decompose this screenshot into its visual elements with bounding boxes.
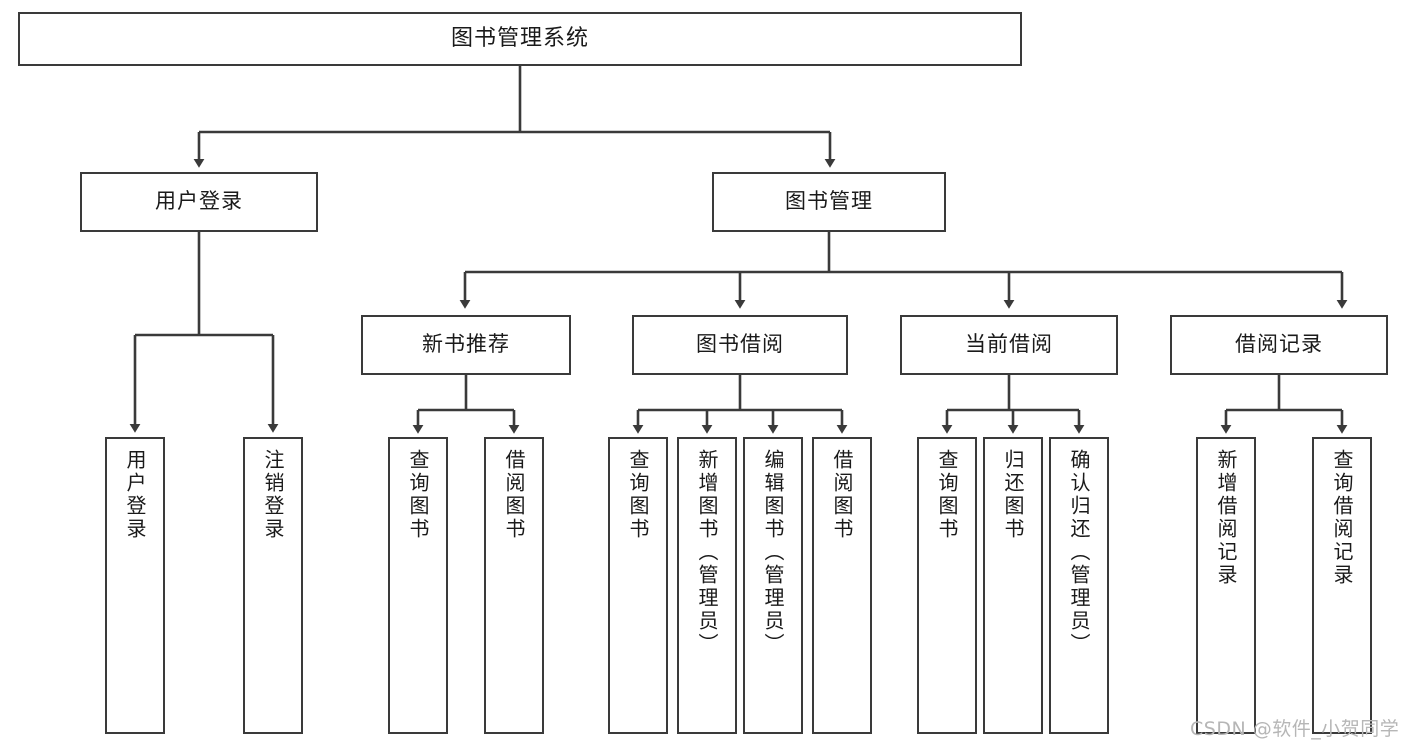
node-leaf-query-borrow-record[interactable]: 查询借阅记录 [1312,437,1372,734]
node-user-login-label: 用户登录 [155,189,243,214]
node-leaf-query-book-1[interactable]: 查询图书 [388,437,448,734]
node-leaf-return-book-label: 归还图书 [1001,449,1025,541]
node-borrow-record-label: 借阅记录 [1235,332,1323,357]
node-book-borrow-label: 图书借阅 [696,332,784,357]
node-leaf-edit-book-admin-label: 编辑图书（管理员） [761,449,785,656]
node-borrow-record[interactable]: 借阅记录 [1170,315,1388,375]
node-leaf-add-book-admin[interactable]: 新增图书（管理员） [677,437,737,734]
node-leaf-borrow-book-2[interactable]: 借阅图书 [812,437,872,734]
node-leaf-add-book-admin-label: 新增图书（管理员） [695,449,719,656]
node-leaf-confirm-return-admin[interactable]: 确认归还（管理员） [1049,437,1109,734]
node-current-borrow-label: 当前借阅 [965,332,1053,357]
node-leaf-query-book-2-label: 查询图书 [626,449,650,541]
node-book-management[interactable]: 图书管理 [712,172,946,232]
node-leaf-add-borrow-record-label: 新增借阅记录 [1214,449,1238,587]
node-leaf-query-borrow-record-label: 查询借阅记录 [1330,449,1354,587]
node-new-book-recommend-label: 新书推荐 [422,332,510,357]
node-leaf-borrow-book-2-label: 借阅图书 [830,449,854,541]
node-leaf-query-book-3-label: 查询图书 [935,449,959,541]
node-leaf-user-login[interactable]: 用户登录 [105,437,165,734]
node-leaf-confirm-return-admin-label: 确认归还（管理员） [1067,449,1091,656]
node-leaf-borrow-book-1-label: 借阅图书 [502,449,526,541]
node-leaf-user-login-label: 用户登录 [123,449,147,541]
node-leaf-edit-book-admin[interactable]: 编辑图书（管理员） [743,437,803,734]
node-user-login[interactable]: 用户登录 [80,172,318,232]
node-leaf-query-book-2[interactable]: 查询图书 [608,437,668,734]
node-leaf-logout-login-label: 注销登录 [261,449,285,541]
node-book-management-label: 图书管理 [785,189,873,214]
node-leaf-logout-login[interactable]: 注销登录 [243,437,303,734]
watermark: CSDN @软件_小贺同学 [1190,718,1400,740]
node-new-book-recommend[interactable]: 新书推荐 [361,315,571,375]
node-leaf-borrow-book-1[interactable]: 借阅图书 [484,437,544,734]
node-leaf-return-book[interactable]: 归还图书 [983,437,1043,734]
node-leaf-query-book-3[interactable]: 查询图书 [917,437,977,734]
node-leaf-query-book-1-label: 查询图书 [406,449,430,541]
node-book-borrow[interactable]: 图书借阅 [632,315,848,375]
node-leaf-add-borrow-record[interactable]: 新增借阅记录 [1196,437,1256,734]
node-current-borrow[interactable]: 当前借阅 [900,315,1118,375]
node-root[interactable]: 图书管理系统 [18,12,1022,66]
node-root-label: 图书管理系统 [450,25,589,51]
